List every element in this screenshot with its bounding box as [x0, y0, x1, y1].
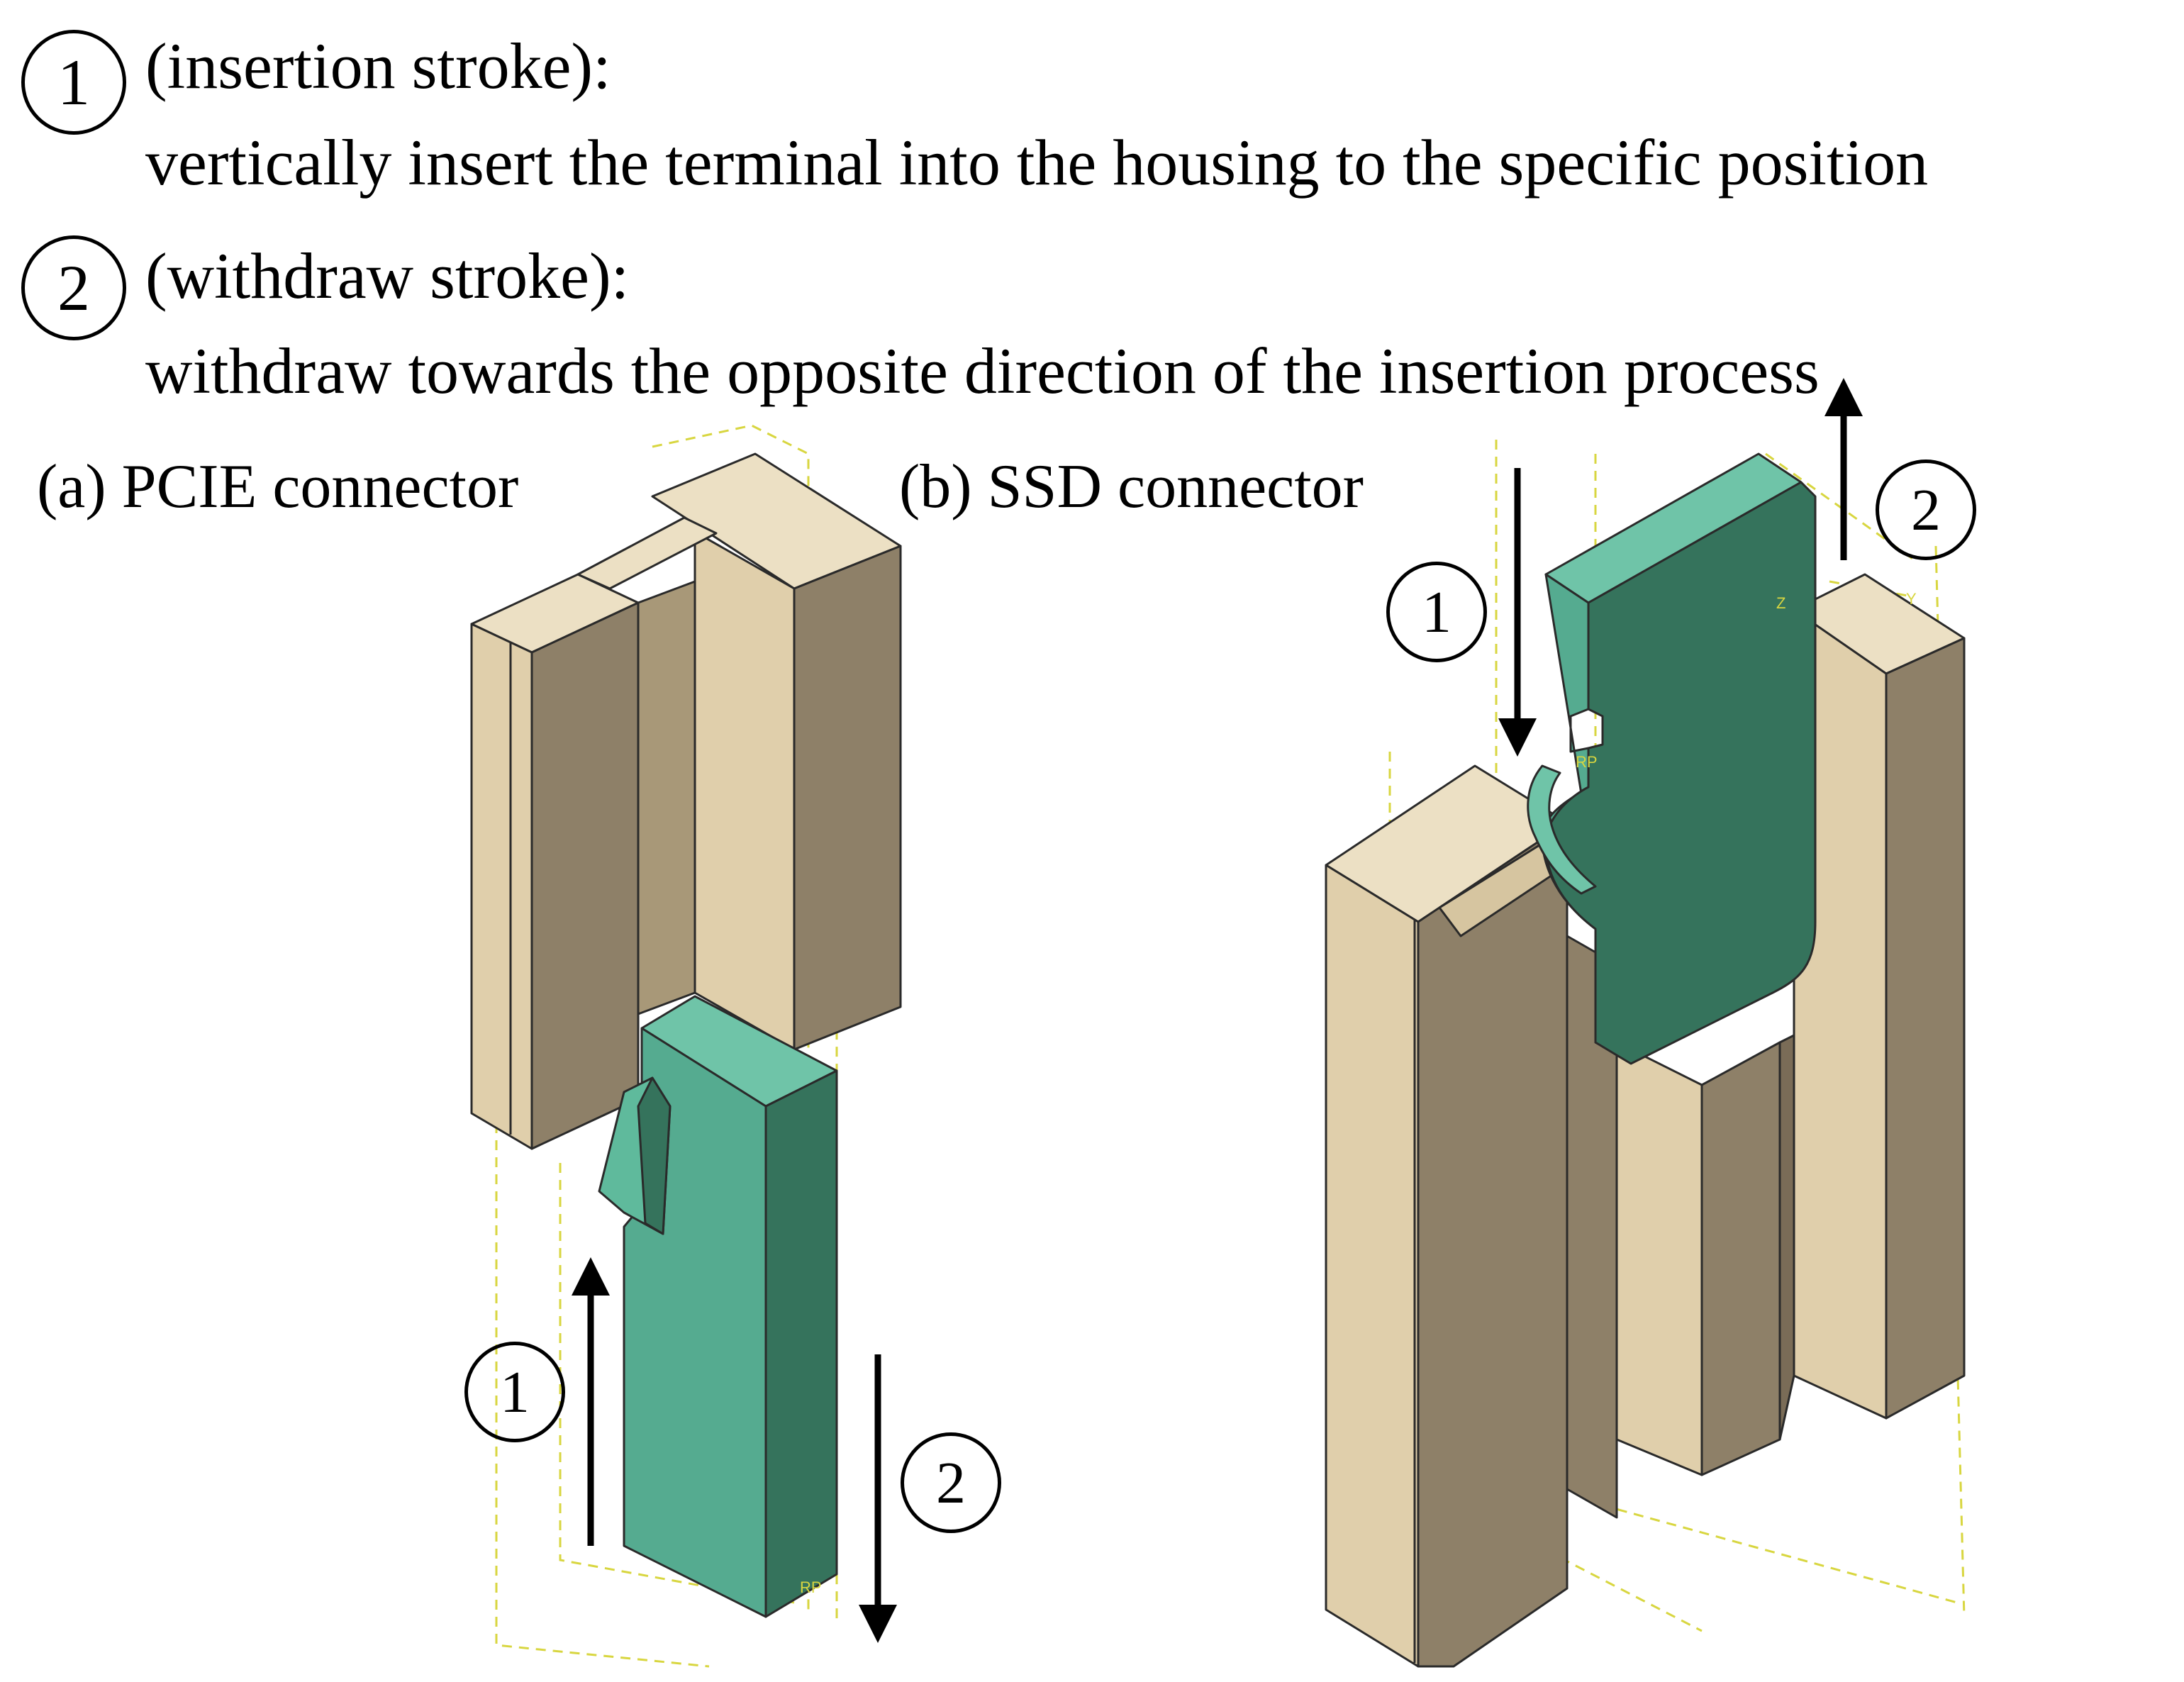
pcie-withdraw-badge: 2	[901, 1432, 1001, 1533]
ssd-housing	[1325, 573, 1966, 1668]
legend-step1-description: vertically insert the terminal into the …	[145, 126, 1929, 199]
pcie-housing-back-side	[793, 545, 902, 1051]
ssd-housing-front-face	[1325, 864, 1420, 1668]
pcie-terminal-side	[764, 1069, 838, 1618]
legend-step2-badge: 2	[21, 235, 126, 340]
pcie-housing	[470, 452, 902, 1150]
ssd-terminal-side	[1544, 481, 1817, 1065]
ssd-housing-front-side	[1417, 821, 1569, 1668]
ssd-terminal	[1527, 452, 1817, 1065]
pcie-housing-mid-front	[637, 580, 696, 1015]
legend-step1-badge: 1	[21, 30, 126, 135]
panel-a-label: (a) PCIE connector	[37, 452, 519, 521]
panel-b-label: (b) SSD connector	[899, 452, 1364, 521]
ssd-terminal-contact	[1527, 764, 1597, 895]
ssd-axis-y: Y	[1906, 590, 1917, 608]
pcie-housing-left-side	[530, 601, 640, 1150]
pcie-housing-left-front	[470, 623, 533, 1150]
ssd-axis-z: Z	[1776, 594, 1785, 612]
pcie-housing-back-front	[693, 530, 796, 1051]
legend-step1-title: (insertion stroke):	[145, 30, 611, 102]
ssd-housing-mid-side	[1700, 1041, 1781, 1476]
ssd-housing-slot	[1778, 1034, 1795, 1441]
pcie-housing-ridge	[576, 516, 718, 590]
ssd-withdraw-badge: 2	[1876, 460, 1976, 560]
ssd-insert-badge: 1	[1386, 562, 1487, 662]
ssd-reference-point: RP	[1576, 753, 1598, 771]
ssd-housing-back-side	[1885, 637, 1966, 1420]
pcie-reference-point: RP	[800, 1578, 822, 1596]
ssd-housing-mid-front	[1615, 1041, 1703, 1476]
pcie-insert-badge: 1	[464, 1342, 565, 1442]
legend-step2-title: (withdraw stroke):	[145, 240, 630, 312]
pcie-terminal	[598, 995, 838, 1618]
legend-step2-description: withdraw towards the opposite direction …	[145, 335, 1820, 407]
pcie-terminal-latch-side	[637, 1076, 672, 1235]
